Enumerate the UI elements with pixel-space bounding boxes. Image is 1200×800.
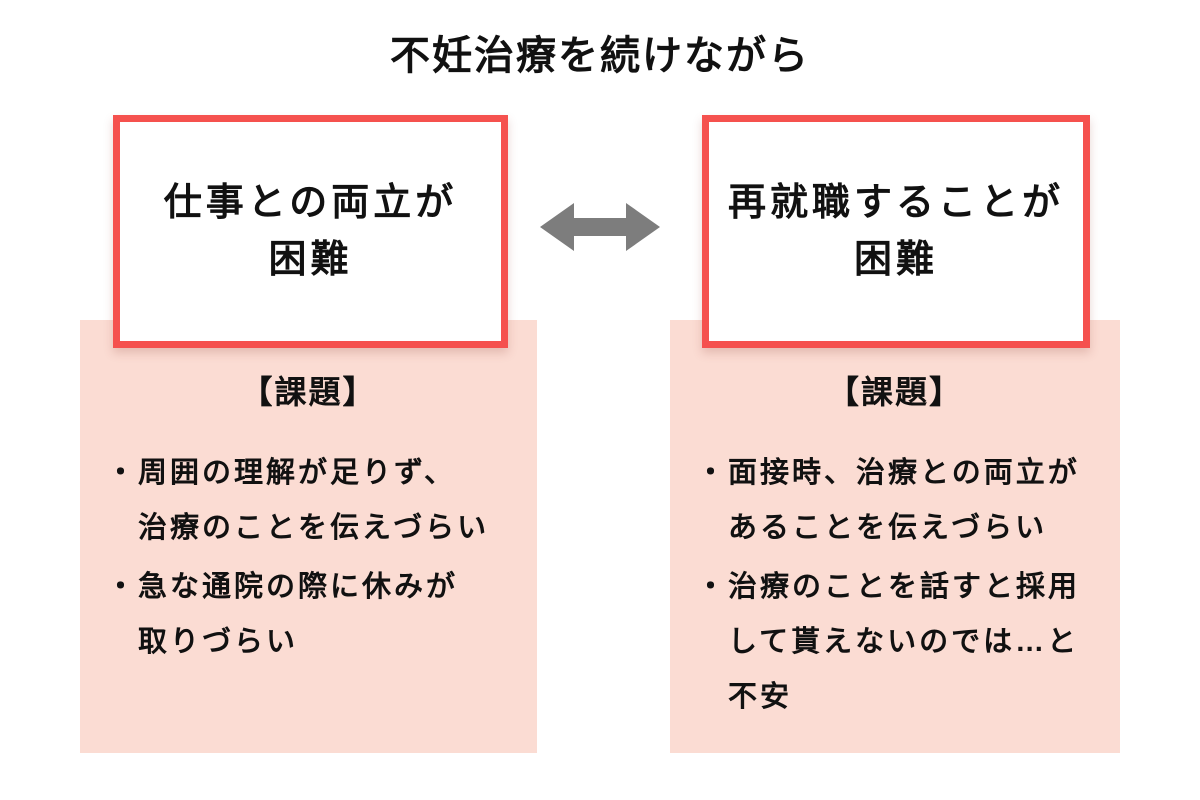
issue-text: 治療のことを話すと採用 して貰えないのでは…と 不安 — [728, 560, 1080, 725]
situation-line: 困難 — [853, 238, 938, 281]
issue-text: 周囲の理解が足りず、 治療のことを伝えづらい — [138, 446, 489, 556]
issue-text: 急な通院の際に休みが 取りづらい — [138, 560, 458, 670]
right-issues-panel: 【課題】 ・ 面接時、治療との両立が あることを伝えづらい ・ 治療のことを話す… — [670, 320, 1120, 753]
issue-line: 急な通院の際に休みが — [138, 571, 459, 603]
bullet-marker: ・ — [106, 457, 139, 489]
right-issues-list: ・ 面接時、治療との両立が あることを伝えづらい ・ 治療のことを話すと採用 し… — [670, 446, 1120, 725]
right-situation-box: 再就職することが 困難 — [702, 115, 1090, 348]
right-situation-text: 再就職することが 困難 — [728, 175, 1064, 289]
issue-line: 周囲の理解が足りず、 — [138, 457, 456, 489]
right-issues-heading: 【課題】 — [826, 374, 963, 410]
left-issues-heading: 【課題】 — [240, 374, 377, 410]
bullet-marker: ・ — [696, 571, 729, 603]
left-issues-panel: 【課題】 ・ 周囲の理解が足りず、 治療のことを伝えづらい ・ 急な通院の際に休… — [80, 320, 537, 753]
situation-line: 再就職することが — [727, 181, 1064, 224]
issue-line: 取りづらい — [138, 626, 299, 658]
issue-text: 面接時、治療との両立が あることを伝えづらい — [728, 446, 1080, 556]
issue-item: ・ 面接時、治療との両立が あることを伝えづらい — [696, 446, 1102, 556]
issue-item: ・ 急な通院の際に休みが 取りづらい — [106, 560, 519, 670]
issue-line: 治療のことを伝えづらい — [138, 512, 490, 544]
situation-line: 仕事との両立が — [163, 181, 458, 224]
double-arrow-icon — [540, 203, 660, 251]
bullet-marker: ・ — [696, 457, 729, 489]
issue-line: して貰えないのでは…と — [728, 626, 1080, 658]
double-arrow-shape — [540, 203, 660, 251]
issue-line: 不安 — [728, 681, 793, 713]
left-situation-text: 仕事との両立が 困難 — [164, 175, 458, 289]
issue-line: あることを伝えづらい — [728, 512, 1048, 544]
left-situation-box: 仕事との両立が 困難 — [113, 115, 508, 348]
situation-line: 困難 — [268, 238, 353, 281]
issue-item: ・ 治療のことを話すと採用 して貰えないのでは…と 不安 — [696, 560, 1102, 725]
issue-item: ・ 周囲の理解が足りず、 治療のことを伝えづらい — [106, 446, 519, 556]
issue-line: 治療のことを話すと採用 — [728, 571, 1081, 603]
diagram-title: 不妊治療を続けながら — [390, 34, 810, 78]
issue-line: 面接時、治療との両立が — [728, 457, 1080, 489]
left-issues-list: ・ 周囲の理解が足りず、 治療のことを伝えづらい ・ 急な通院の際に休みが 取り… — [80, 446, 537, 670]
bullet-marker: ・ — [106, 571, 139, 603]
